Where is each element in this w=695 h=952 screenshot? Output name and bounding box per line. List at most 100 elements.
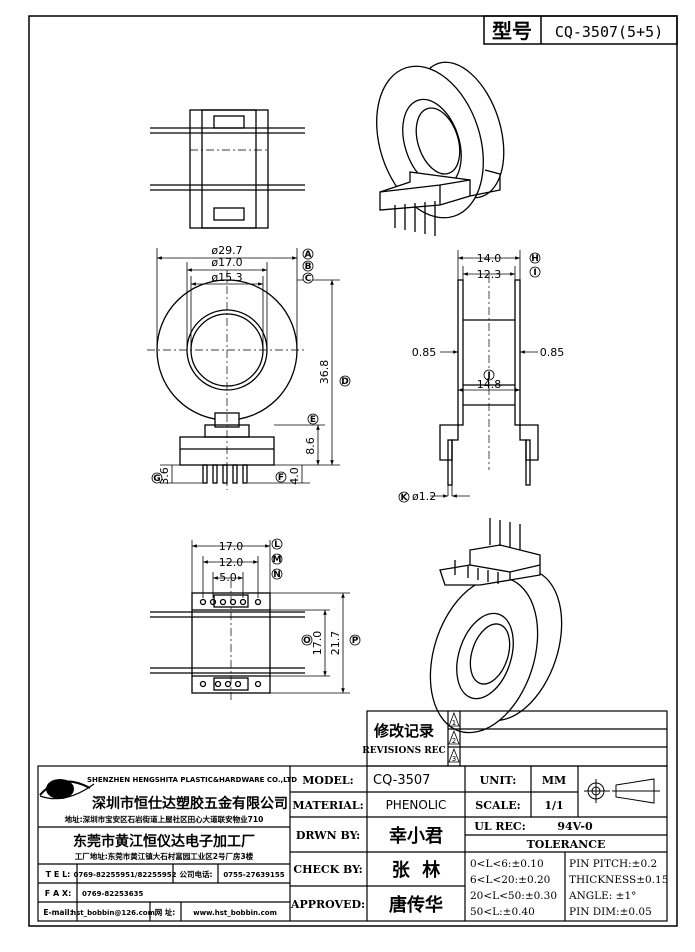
scale-label: SCALE: xyxy=(475,799,520,812)
scale-value: 1/1 xyxy=(544,799,563,812)
svg-text:C: C xyxy=(305,274,312,284)
svg-text:D: D xyxy=(341,377,348,387)
dim-k: ø1.2 xyxy=(412,490,436,503)
dim-m: 12.0 xyxy=(219,556,244,569)
company-phone-value: 0755-27639155 xyxy=(223,871,284,879)
side-view xyxy=(439,275,539,486)
fax-label: F A X: xyxy=(45,889,72,898)
company2-address: 工厂地址:东莞市黄江镇大石村富园工业区2号厂房3楼 xyxy=(75,851,254,861)
unit-label: UNIT: xyxy=(480,774,517,787)
dim-f: 4.0 xyxy=(288,467,301,485)
dim-h: 14.0 xyxy=(477,252,502,265)
svg-text:G: G xyxy=(153,474,160,484)
main-title-block xyxy=(37,765,668,922)
email-label: E-mail: xyxy=(43,908,72,917)
isometric-view-bottom xyxy=(429,518,563,734)
balloon-f: F xyxy=(275,471,287,483)
revisions-table xyxy=(366,710,668,767)
svg-text:I: I xyxy=(533,268,536,278)
tolerance-2: 6<L<20:±0.20 xyxy=(470,874,550,886)
balloon-m: M xyxy=(271,553,283,565)
front-view-dim-text: ø29.7 ø17.0 ø15.3 36.8 8.6 4.0 3.6 xyxy=(158,244,331,485)
model-value: CQ-3507 xyxy=(373,773,430,788)
revision-mark-3: 3 xyxy=(452,755,456,763)
balloon-j: J xyxy=(483,369,495,381)
svg-text:O: O xyxy=(303,636,311,646)
company-phone-label: 公司电话: xyxy=(180,869,213,879)
dim-d: 36.8 xyxy=(318,360,331,385)
balloon-o: O xyxy=(301,634,313,646)
approved-label: APPROVED: xyxy=(290,898,365,911)
isometric-view-top xyxy=(376,61,505,236)
svg-text:H: H xyxy=(531,254,539,264)
web-label: 网 址: xyxy=(155,907,176,917)
revision-mark-1: 1 xyxy=(452,719,456,727)
balloon-c: C xyxy=(302,272,314,284)
tolerance-4: 50<L:±0.40 xyxy=(470,906,535,918)
front-view xyxy=(147,270,307,490)
tolerance-1: 0<L<6:±0.10 xyxy=(470,858,544,870)
type-value: CQ-3507(5+5) xyxy=(555,23,663,41)
company-logo xyxy=(39,779,95,800)
check-label: CHECK BY: xyxy=(293,863,362,876)
drawn-value: 幸小君 xyxy=(389,825,443,847)
type-title-block: 型号 CQ-3507(5+5) xyxy=(483,15,678,45)
side-view-dim-text: 14.0 12.3 0.85 0.85 14.8 ø1.2 xyxy=(412,252,565,503)
bottom-view-dim-text: 17.0 12.0 5.0 17.0 21.7 xyxy=(219,540,342,655)
dim-c: ø15.3 xyxy=(211,271,242,284)
balloon-b: B xyxy=(302,260,314,272)
tolerance-pin-dim: PIN DIM:±0.05 xyxy=(569,906,652,918)
dim-o: 17.0 xyxy=(311,631,324,656)
material-label: MATERIAL: xyxy=(292,799,363,812)
dim-wall-right: 0.85 xyxy=(540,346,565,359)
bottom-view xyxy=(150,580,305,700)
company1-name-en: SHENZHEN HENGSHITA PLASTIC&HARDWARE CO.,… xyxy=(87,776,297,784)
dim-l: 17.0 xyxy=(219,540,244,553)
check-value: 张 林 xyxy=(392,859,441,881)
front-view-dims xyxy=(156,248,340,484)
balloon-d: D xyxy=(339,375,351,387)
tolerance-label: TOLERANCE xyxy=(527,838,606,851)
tolerance-pin-pitch: PIN PITCH:±0.2 xyxy=(569,858,657,870)
svg-text:P: P xyxy=(352,636,359,646)
fax-value: 0769-82253635 xyxy=(82,890,143,898)
balloon-e: E xyxy=(307,413,319,425)
tolerance-3: 20<L<50:±0.30 xyxy=(470,890,557,902)
company-text: SHENZHEN HENGSHITA PLASTIC&HARDWARE CO.,… xyxy=(43,776,297,917)
balloon-n: N xyxy=(271,568,283,580)
projection-symbol xyxy=(584,778,660,804)
approved-value: 唐传华 xyxy=(389,894,443,916)
tolerance-angle: ANGLE: ±1° xyxy=(568,890,636,902)
tel-value: 0769-82255951/82255952 xyxy=(74,871,177,879)
tolerance-thickness: THICKNESS±0.15 xyxy=(569,874,668,886)
revisions-text: 修改记录 REVISIONS REC 1 2 3 xyxy=(362,719,456,763)
svg-text:A: A xyxy=(305,250,312,260)
dim-p: 21.7 xyxy=(329,631,342,656)
balloon-a: A xyxy=(302,248,314,260)
svg-text:E: E xyxy=(310,415,316,425)
dim-e: 8.6 xyxy=(304,437,317,455)
model-label: MODEL: xyxy=(302,774,353,787)
svg-text:J: J xyxy=(486,371,490,381)
side-view-dims xyxy=(430,250,538,498)
company1-address: 地址:深圳市宝安区石岩街道上屋社区田心大道联安物业710 xyxy=(65,814,264,824)
svg-text:L: L xyxy=(274,540,280,550)
balloon-g: G xyxy=(151,472,163,484)
sheet-border xyxy=(28,15,678,927)
email-value: hst_bobbin@126.com xyxy=(71,909,155,917)
company1-name-cn: 深圳市恒仕达塑胶五金有限公司 xyxy=(92,795,288,812)
dim-a: ø29.7 xyxy=(211,244,242,257)
svg-text:B: B xyxy=(305,262,312,272)
tel-label: T E L: xyxy=(46,870,71,879)
top-view xyxy=(150,109,305,229)
balloon-k: K xyxy=(398,491,410,503)
type-label: 型号 xyxy=(492,19,532,43)
drawn-label: DRWN BY: xyxy=(296,829,360,842)
svg-text:F: F xyxy=(278,473,284,483)
svg-text:K: K xyxy=(401,493,409,503)
ul-value: 94V-0 xyxy=(557,820,593,833)
balloon-h: H xyxy=(529,252,541,264)
ul-label: UL REC: xyxy=(474,820,526,833)
dim-j: 14.8 xyxy=(477,378,502,391)
web-value: www.hst_bobbin.com xyxy=(193,909,277,917)
